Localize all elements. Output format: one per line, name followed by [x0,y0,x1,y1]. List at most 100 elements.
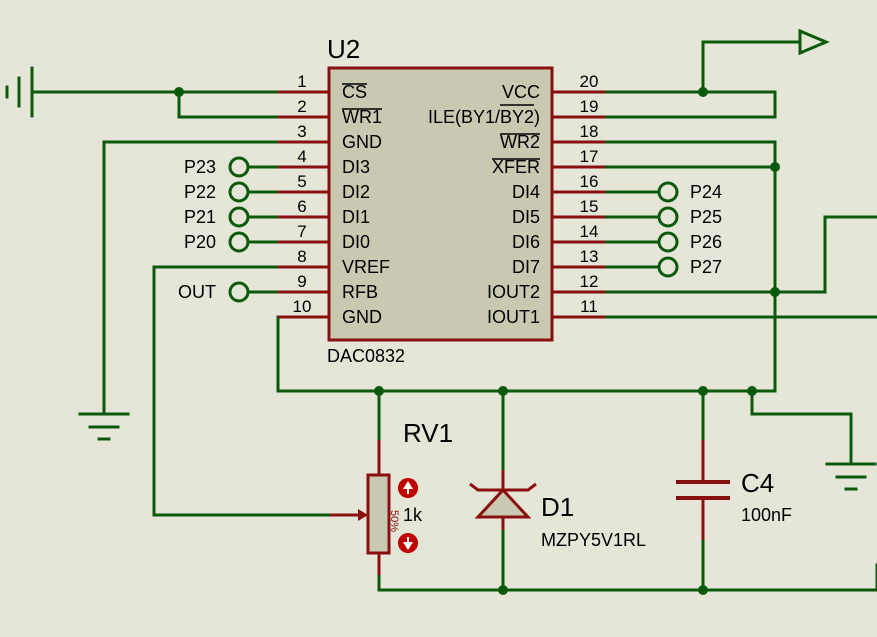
u2-pin-1: 1CS [278,72,368,102]
pin-label: DI0 [342,232,370,252]
terminal-label: P25 [690,207,722,227]
c4-ref: C4 [741,468,774,498]
terminal-p24[interactable]: P24 [657,181,722,203]
terminal-label: P21 [184,207,216,227]
u2-part: DAC0832 [327,346,405,366]
rv1-value: 1k [403,505,423,525]
pin-label: GND [342,307,382,327]
pin-label: IOUT2 [487,282,540,302]
pin-label: DI7 [512,257,540,277]
terminal-p20[interactable]: P20 [184,231,250,253]
pin-label: GND [342,132,382,152]
pin-number: 19 [580,97,599,116]
terminal-label: P27 [690,257,722,277]
terminal-p27[interactable]: P27 [657,256,722,278]
u2-body [327,66,554,342]
rv1-ref: RV1 [403,418,453,448]
pin-number: 11 [580,297,598,316]
junction-dots [174,87,780,595]
terminal-p26[interactable]: P26 [657,231,722,253]
pin-label: DI1 [342,207,370,227]
terminal-label: P23 [184,157,216,177]
terminal-label: P26 [690,232,722,252]
pin-number: 18 [580,122,599,141]
rv1-wiper-arrow-icon [358,509,368,521]
u2-right-pins: 20VCC19ILE(BY1/BY2)18WR217XFER16DI415DI5… [428,72,605,327]
pin-label: VREF [342,257,390,277]
pin-label: CS [342,82,367,102]
pin-label: ILE(BY1/BY2) [428,107,540,127]
u2-left-pins: 1CS2WR13GND4DI35DI26DI17DI08VREF9RFB10GN… [278,72,390,327]
pin-label: WR2 [500,132,540,152]
rv1-body [366,473,391,555]
pin-number: 10 [293,297,312,316]
pin-number: 3 [297,122,306,141]
pin-number: 14 [580,222,599,241]
pin-number: 8 [297,247,306,266]
pin-label: DI2 [342,182,370,202]
terminal-out[interactable]: OUT [178,281,250,303]
pin-label: XFER [492,157,540,177]
terminal-p22[interactable]: P22 [184,181,250,203]
c4-value: 100nF [741,505,792,525]
pin-label: RFB [342,282,378,302]
pin-number: 20 [580,72,599,91]
pin-number: 13 [580,247,599,266]
ground-icon-left [78,412,130,441]
pin-number: 2 [297,97,306,116]
c4-capacitor[interactable]: C4 100nF [676,440,792,540]
rv1-decrease-button[interactable] [398,533,418,553]
terminal-label: P22 [184,182,216,202]
pin-label: IOUT1 [487,307,540,327]
power-arrow-icon [798,28,830,56]
terminal-label: P24 [690,182,722,202]
pin-label: VCC [502,82,540,102]
pin-number: 17 [580,147,599,166]
pin-number: 15 [580,197,599,216]
ground-icon-right [825,462,877,491]
pin-label: DI6 [512,232,540,252]
terminal-p23[interactable]: P23 [184,156,250,178]
terminal-p25[interactable]: P25 [657,206,722,228]
d1-zener-diode[interactable]: D1 MZPY5V1RL [469,470,646,550]
pin-number: 4 [297,147,306,166]
pin-number: 6 [297,197,306,216]
pin-label: DI5 [512,207,540,227]
pin-number: 1 [297,72,306,91]
d1-triangle-icon [474,487,532,519]
terminal-p21[interactable]: P21 [184,206,250,228]
pin-label: DI4 [512,182,540,202]
pin-number: 5 [297,172,306,191]
rv1-increase-button[interactable] [398,478,418,498]
pin-number: 9 [297,272,306,291]
u2-ref: U2 [327,34,360,64]
terminal-label: P20 [184,232,216,252]
rv1-wiper-label: 50% [388,510,400,532]
pin-number: 12 [580,272,599,291]
pin-number: 16 [580,172,599,191]
u2-dac[interactable]: U2 DAC0832 1CS2WR13GND4DI35DI26DI17DI08V… [278,34,605,366]
rv1-potentiometer[interactable]: 50% RV1 1k [330,418,453,575]
